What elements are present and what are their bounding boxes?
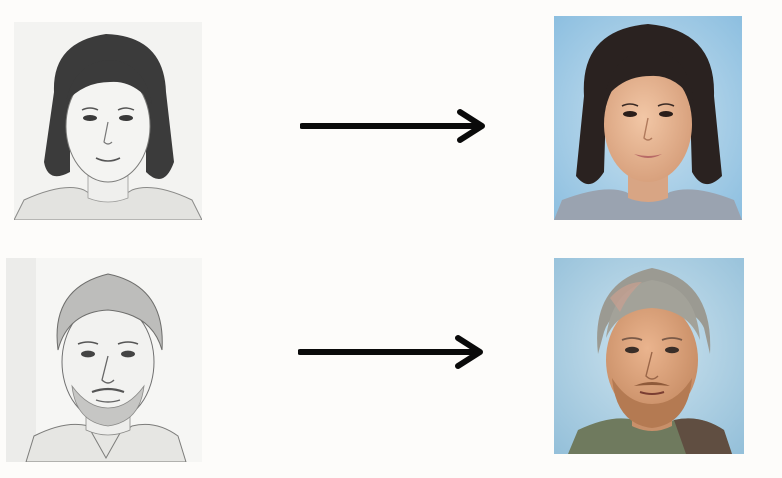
- right-arrow-icon: [297, 334, 486, 370]
- generated-photo-1: [554, 16, 742, 220]
- right-arrow-icon: [299, 108, 488, 144]
- sketch-image-2: [6, 258, 202, 462]
- generated-photo-2: [554, 258, 744, 454]
- sketch-image-1: [14, 22, 202, 220]
